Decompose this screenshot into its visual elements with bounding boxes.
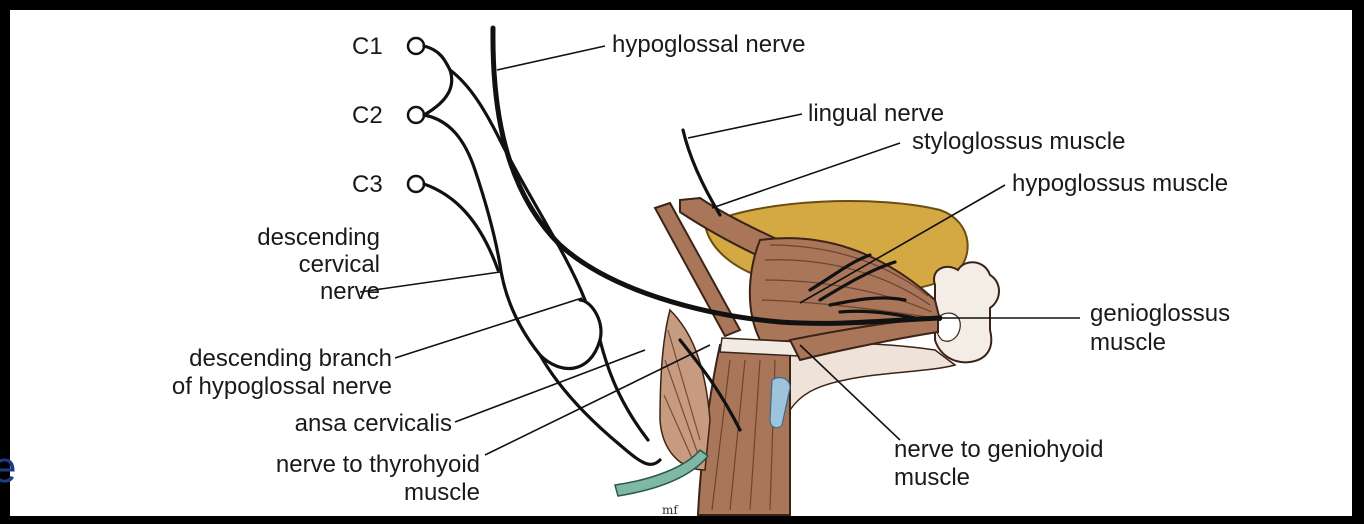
label-c3: C3 [352,171,383,198]
ansa-green-segment [615,450,708,496]
label-descending-cervical-line1: descending [257,224,380,251]
c3-root [408,176,424,192]
label-hypoglossal-nerve: hypoglossal nerve [612,31,805,58]
label-c2: C2 [352,102,383,129]
hyoid-bone [720,338,800,356]
label-ansa-cervicalis: ansa cervicalis [295,410,452,437]
label-descending-branch-line2: of hypoglossal nerve [172,373,392,400]
artist-signature: mf [662,503,679,517]
label-descending-branch-line1: descending branch [189,345,392,372]
label-hypoglossus-muscle: hypoglossus muscle [1012,170,1228,197]
label-descending-cervical-line2: cervical [299,251,380,278]
label-nerve-to-thyrohyoid-line1: nerve to thyrohyoid [276,451,480,478]
label-c1: C1 [352,33,383,60]
label-descending-cervical-line3: nerve [320,278,380,305]
c2-root [408,107,424,123]
label-nerve-to-geniohyoid-line1: nerve to geniohyoid [894,436,1103,463]
label-nerve-to-thyrohyoid-line2: muscle [404,479,480,506]
label-lingual-nerve: lingual nerve [808,100,944,127]
mandible-outline [934,262,999,362]
c1-root [408,38,424,54]
slide-cutoff-letter: e [0,443,16,492]
label-genioglossus-line2: muscle [1090,329,1166,356]
label-nerve-to-geniohyoid-line2: muscle [894,464,970,491]
label-styloglossus-muscle: styloglossus muscle [912,128,1125,155]
label-genioglossus-line1: genioglossus [1090,300,1230,327]
